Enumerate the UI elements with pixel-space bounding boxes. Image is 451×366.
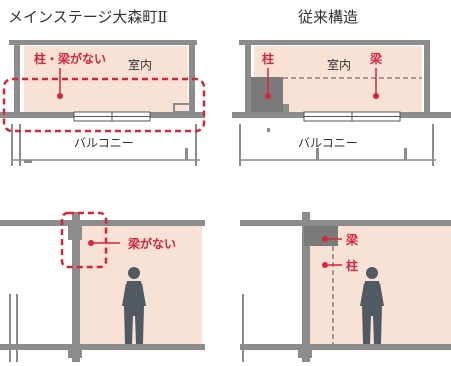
header-left-title: メインステージ大森町Ⅱ: [8, 8, 168, 26]
floor-slab: [240, 220, 451, 226]
balcony-label: バルコニー: [298, 136, 358, 150]
callout-dot: [88, 240, 94, 246]
callout-dot: [265, 93, 271, 99]
callout-dot: [57, 93, 63, 99]
room-label: 室内: [327, 57, 351, 72]
callout-beam: 梁: [369, 51, 382, 66]
wall: [189, 40, 195, 112]
person-silhouette: [360, 267, 384, 344]
section-new-structure: 梁がない: [0, 211, 205, 362]
section-conventional-structure: 梁 柱: [240, 212, 451, 362]
highlight-box: [60, 211, 108, 269]
wall: [239, 40, 429, 45]
beam-block: [304, 226, 338, 246]
plan-conventional-structure: 柱 室内 梁 バルコニー: [232, 40, 451, 166]
person-silhouette: [122, 267, 146, 344]
room-area: [288, 106, 422, 112]
floor-slab: [0, 344, 205, 350]
plan-new-structure: 柱・梁がない 室内 バルコニー: [0, 40, 206, 166]
wall: [245, 40, 251, 118]
column: [302, 212, 310, 362]
wall: [173, 103, 191, 113]
pillar-notch: [283, 104, 289, 112]
callout-no-beam: 梁がない: [127, 236, 176, 251]
wall: [9, 40, 197, 45]
callout-dot: [322, 262, 328, 268]
callout-pillar: 柱: [346, 258, 358, 273]
balcony-railing: [239, 124, 436, 166]
floor-slab: [0, 220, 205, 226]
column-joint: [68, 344, 82, 358]
header-right-title: 従来構造: [298, 8, 358, 26]
room-area: [338, 226, 451, 246]
sliding-window: [73, 111, 151, 122]
callout-dot: [322, 236, 328, 242]
column: [72, 212, 80, 362]
balcony-label: バルコニー: [74, 136, 134, 150]
callout-pillar: 柱: [262, 51, 274, 66]
callout-dot: [373, 93, 379, 99]
highlight-box: [2, 77, 206, 133]
column-joint: [298, 344, 312, 358]
room-label: 室内: [128, 57, 152, 72]
column-joint: [68, 226, 82, 240]
sliding-window: [303, 111, 401, 122]
callout-beam: 梁: [345, 232, 358, 247]
floor-slab: [240, 344, 451, 350]
callout-no-beam-pillar: 柱・梁がない: [34, 51, 106, 66]
wall: [424, 40, 430, 112]
